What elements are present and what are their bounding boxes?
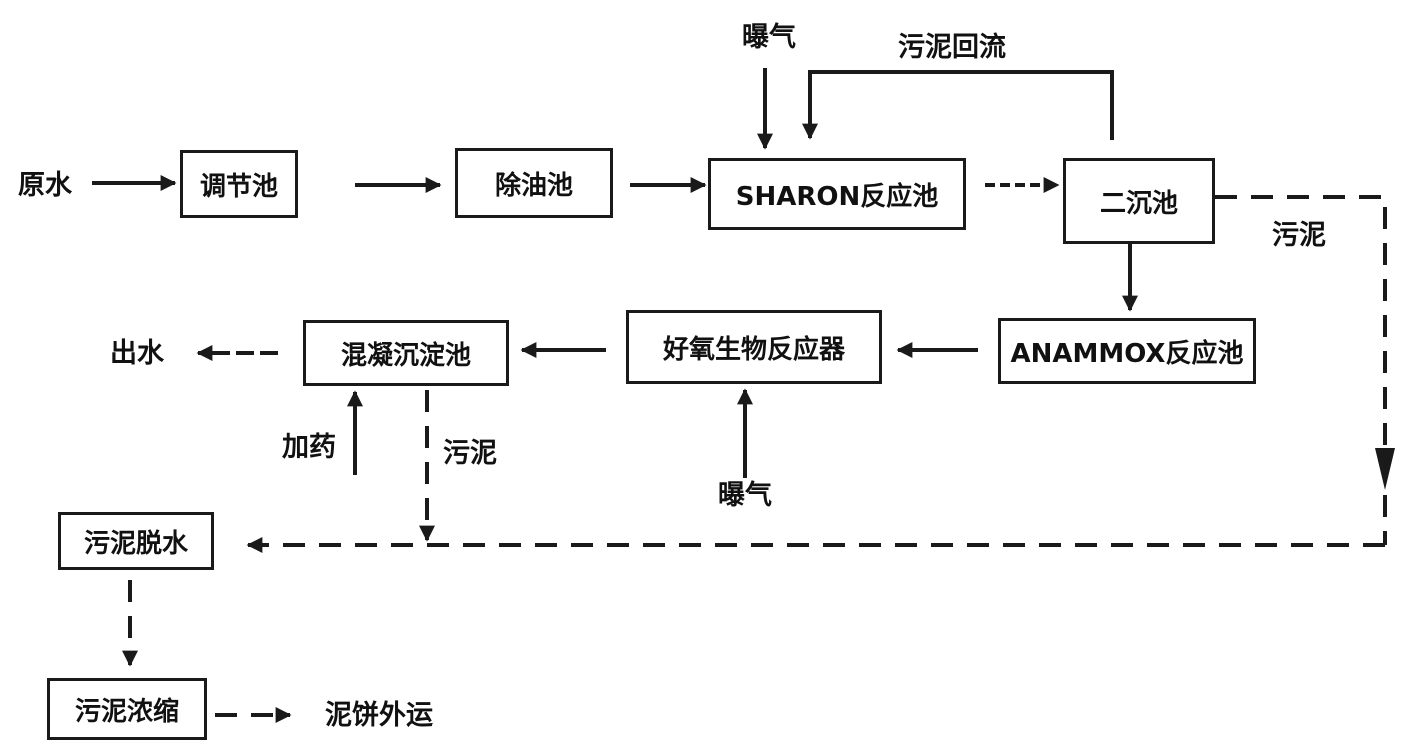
anammox-reactor-label: ANAMMOX反应池 — [1010, 338, 1244, 369]
coagulation-tank-label: 混凝沉淀池 — [340, 340, 471, 371]
raw-water-label: 原水 — [18, 170, 72, 201]
oil-removal-tank-label: 除油池 — [494, 170, 573, 201]
oil-removal-tank-box: 除油池 — [455, 148, 613, 218]
dashed-sludge-clarifier-out — [1215, 195, 1387, 545]
sharon-reactor-box: SHARON反应池 — [708, 158, 966, 230]
sludge-dewatering-box: 污泥脱水 — [58, 512, 214, 570]
sludge-return-label: 污泥回流 — [898, 32, 1006, 63]
equalization-tank-box: 调节池 — [180, 150, 298, 218]
sludge-right-label: 污泥 — [1272, 220, 1326, 251]
sludge-thickening-box: 污泥浓缩 — [47, 678, 207, 740]
arrowhead-right-down — [1375, 448, 1395, 490]
sludge-mid-label: 污泥 — [443, 438, 497, 469]
equalization-tank-label: 调节池 — [199, 171, 278, 202]
sharon-reactor-label: SHARON反应池 — [735, 181, 939, 212]
secondary-clarifier-box: 二沉池 — [1063, 158, 1215, 244]
sludge-thickening-label: 污泥浓缩 — [74, 696, 179, 727]
aerobic-reactor-box: 好氧生物反应器 — [626, 310, 882, 384]
aeration-top-label: 曝气 — [742, 22, 796, 53]
aerobic-reactor-label: 好氧生物反应器 — [662, 334, 845, 365]
effluent-label: 出水 — [110, 338, 164, 369]
aeration-bottom-label: 曝气 — [718, 480, 772, 511]
anammox-reactor-box: ANAMMOX反应池 — [998, 318, 1256, 384]
dosing-label: 加药 — [282, 432, 336, 463]
cake-disposal-label: 泥饼外运 — [325, 700, 433, 731]
secondary-clarifier-label: 二沉池 — [1099, 188, 1178, 219]
sludge-dewatering-label: 污泥脱水 — [83, 528, 188, 559]
coagulation-tank-box: 混凝沉淀池 — [303, 320, 509, 386]
arrow-sludge-return — [802, 70, 1114, 140]
